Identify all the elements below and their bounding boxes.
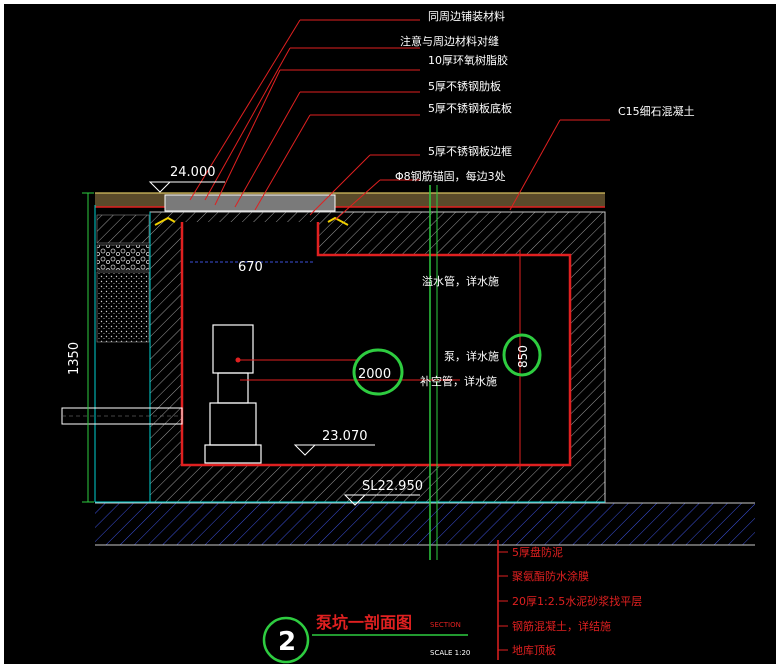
base-slab	[95, 503, 755, 545]
layer-label-5: 地库顶板	[512, 643, 556, 657]
annotation-right: C15细石混凝土	[618, 104, 695, 118]
layer-label-1: 5厚盘防泥	[512, 545, 563, 559]
title-sub: SECTION	[430, 621, 461, 629]
pit-width-highlight	[352, 348, 404, 396]
elevation-inner-text: 23.070	[322, 429, 368, 444]
right-depth-dimension: 850	[516, 345, 530, 368]
annotation-top-3: 10厚环氧树脂胶	[428, 53, 508, 67]
edge-concrete	[96, 214, 150, 244]
pump-icon	[204, 324, 262, 464]
inner-label-pump: 泵，详水施	[444, 349, 499, 363]
elevation-slab-text: SL22.950	[362, 479, 423, 494]
inner-width-dimension: 670	[238, 260, 263, 275]
annotation-top-2: 注意与周边材料对缝	[400, 34, 499, 48]
inner-label-overflow: 溢水管，详水施	[422, 274, 499, 288]
title-number: 2	[278, 627, 296, 657]
elevation-marker-top	[148, 181, 225, 193]
title-text: 泵坑一剖面图	[315, 613, 412, 632]
pit-width-dimension: 2000	[358, 367, 391, 382]
frame-bracket-right	[327, 216, 349, 226]
layer-label-2: 聚氨酯防水涂膜	[512, 569, 589, 583]
concrete-walls	[150, 212, 605, 502]
annotation-top-4: 5厚不锈钢肋板	[428, 79, 501, 93]
gravel-layer	[96, 244, 150, 271]
title-scale: SCALE 1:20	[430, 649, 470, 657]
annotation-top-7: Φ8钢筋锚固，每边3处	[395, 169, 506, 183]
elevation-marker-slab	[343, 494, 420, 506]
annotation-top-1: 同周边铺装材料	[428, 9, 505, 23]
soil-layer	[96, 271, 150, 343]
frame-bracket-left	[154, 216, 176, 226]
layer-label-ticks	[498, 551, 508, 651]
elevation-top-text: 24.000	[170, 165, 216, 180]
annotation-top-5: 5厚不锈钢板底板	[428, 101, 512, 115]
inner-label-air: 补空管，详水施	[420, 374, 497, 388]
elevation-marker-inner	[293, 444, 375, 456]
grate-cover	[164, 194, 336, 212]
left-height-dimension: 1350	[67, 342, 82, 375]
title-number-circle	[262, 616, 310, 664]
layer-label-3: 20厚1:2.5水泥砂浆找平层	[512, 594, 642, 608]
layer-label-4: 钢筋混凝土，详结施	[512, 619, 611, 633]
annotation-leaders	[189, 19, 610, 221]
annotation-top-6: 5厚不锈钢板边框	[428, 144, 512, 158]
depth-highlight	[502, 333, 542, 377]
